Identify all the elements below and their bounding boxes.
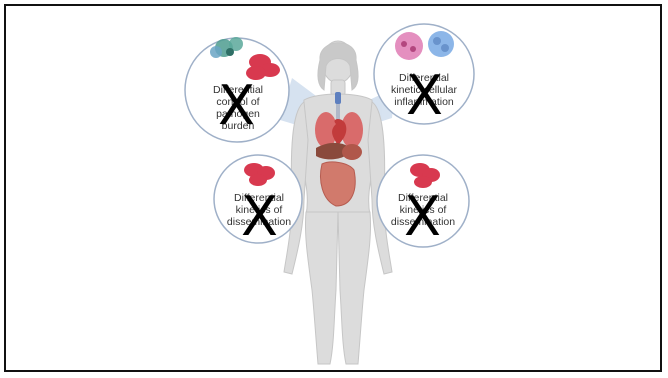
- x-mark-dissemination-left: X: [241, 190, 278, 244]
- x-mark-pathogen-burden: X: [218, 79, 255, 133]
- stomach: [342, 144, 362, 160]
- left-leg: [305, 212, 338, 364]
- thyroid: [335, 92, 341, 104]
- right-leg: [338, 212, 371, 364]
- x-mark-cellular-inflammation: X: [406, 69, 443, 123]
- x-mark-dissemination-right: X: [404, 190, 441, 244]
